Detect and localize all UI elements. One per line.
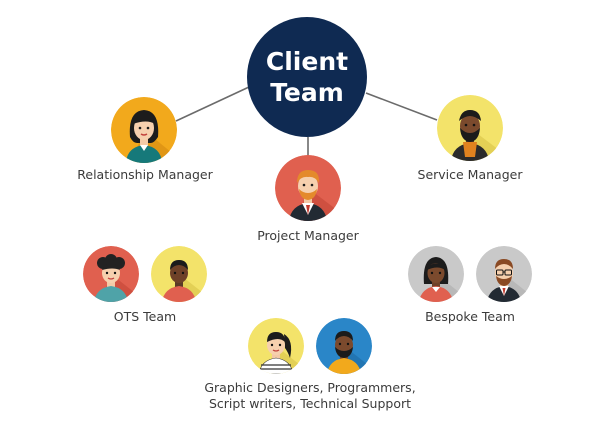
woman-longhair-avatar-icon	[408, 246, 464, 302]
woman-ponytail-avatar-icon	[248, 318, 304, 374]
role-label-relationship-manager: Relationship Manager	[77, 167, 213, 182]
hub-title-line1: Client	[265, 47, 349, 76]
man-redhead-avatar-icon	[275, 155, 341, 221]
role-label-bespoke-team: Bespoke Team	[425, 309, 515, 324]
role-label-support-line1: Graphic Designers, Programmers,	[204, 380, 416, 395]
connector-service-manager	[365, 92, 438, 121]
man-glasses-avatar-icon	[476, 246, 532, 302]
client-team-hub: Client Team	[247, 17, 367, 137]
man-bearded-avatar-icon	[437, 95, 503, 161]
woman-avatar-icon	[111, 97, 177, 163]
role-label-service-manager: Service Manager	[417, 167, 523, 182]
man-beard-blue-avatar-icon	[316, 318, 372, 374]
woman-curly-avatar-icon	[83, 246, 139, 302]
role-label-project-manager: Project Manager	[257, 228, 359, 243]
role-label-support-line2: Script writers, Technical Support	[208, 396, 412, 411]
role-label-ots-team: OTS Team	[113, 309, 177, 324]
man-dark-avatar-icon	[151, 246, 207, 302]
hub-title-line2: Team	[270, 78, 344, 107]
connector-relationship-manager	[175, 86, 250, 122]
role-label-support-team: Graphic Designers, Programmers, Script w…	[180, 380, 440, 412]
